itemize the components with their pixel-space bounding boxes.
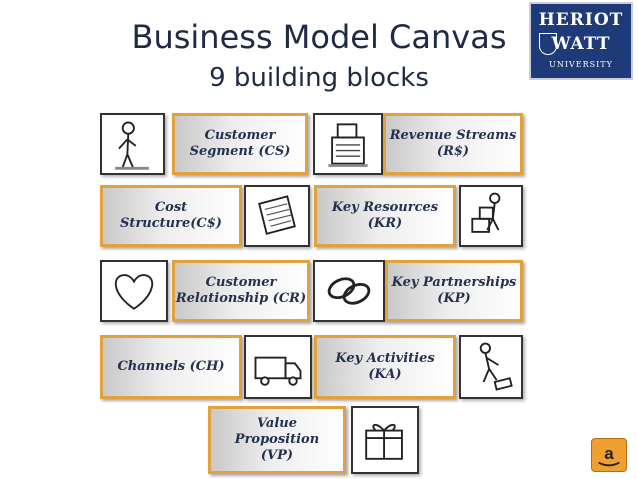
chain-links-icon — [313, 260, 385, 322]
crest-icon — [539, 33, 557, 55]
revenue-streams-block: Revenue Streams (R$) — [383, 113, 523, 175]
key-activities-block: Key Activities (KA) — [314, 335, 456, 399]
cost-structure-block: Cost Structure(C$) — [100, 185, 242, 247]
slide-title: Business Model Canvas — [131, 18, 507, 56]
customer-segment-label: Customer Segment (CS) — [189, 128, 291, 159]
key-activities-label: Key Activities (KA) — [335, 351, 435, 382]
cash-register-icon — [313, 113, 383, 175]
person-working-icon — [459, 335, 523, 399]
logo-line-2: WATT — [551, 34, 611, 54]
person-sketch-icon — [100, 113, 165, 175]
gift-box-icon — [351, 406, 419, 474]
documents-icon — [244, 185, 310, 247]
logo-line-1: HERIOT — [538, 10, 624, 30]
person-with-boxes-icon — [459, 185, 523, 247]
amazon-icon: a — [591, 438, 627, 472]
key-resources-label: Key Resources (KR) — [331, 200, 439, 231]
slide-subtitle: 9 building blocks — [209, 63, 429, 93]
heart-icon — [100, 260, 168, 322]
customer-relationship-label: Customer Relationship (CR) — [175, 275, 307, 306]
revenue-streams-label: Revenue Streams (R$) — [389, 128, 517, 159]
channels-block: Channels (CH) — [100, 335, 242, 399]
logo-line-3: UNIVERSITY — [549, 60, 613, 69]
heriot-watt-logo: HERIOT WATT UNIVERSITY — [529, 2, 633, 80]
delivery-truck-icon — [244, 335, 312, 399]
key-partnerships-label: Key Partnerships (KP) — [391, 275, 517, 306]
svg-text:a: a — [604, 444, 614, 463]
cost-structure-label: Cost Structure(C$) — [120, 200, 222, 231]
value-proposition-block: Value Proposition (VP) — [208, 406, 346, 474]
key-resources-block: Key Resources (KR) — [314, 185, 456, 247]
channels-label: Channels (CH) — [117, 359, 225, 374]
customer-relationship-block: Customer Relationship (CR) — [172, 260, 310, 322]
value-proposition-label: Value Proposition (VP) — [234, 416, 320, 463]
customer-segment-block: Customer Segment (CS) — [172, 113, 308, 175]
key-partnerships-block: Key Partnerships (KP) — [385, 260, 523, 322]
